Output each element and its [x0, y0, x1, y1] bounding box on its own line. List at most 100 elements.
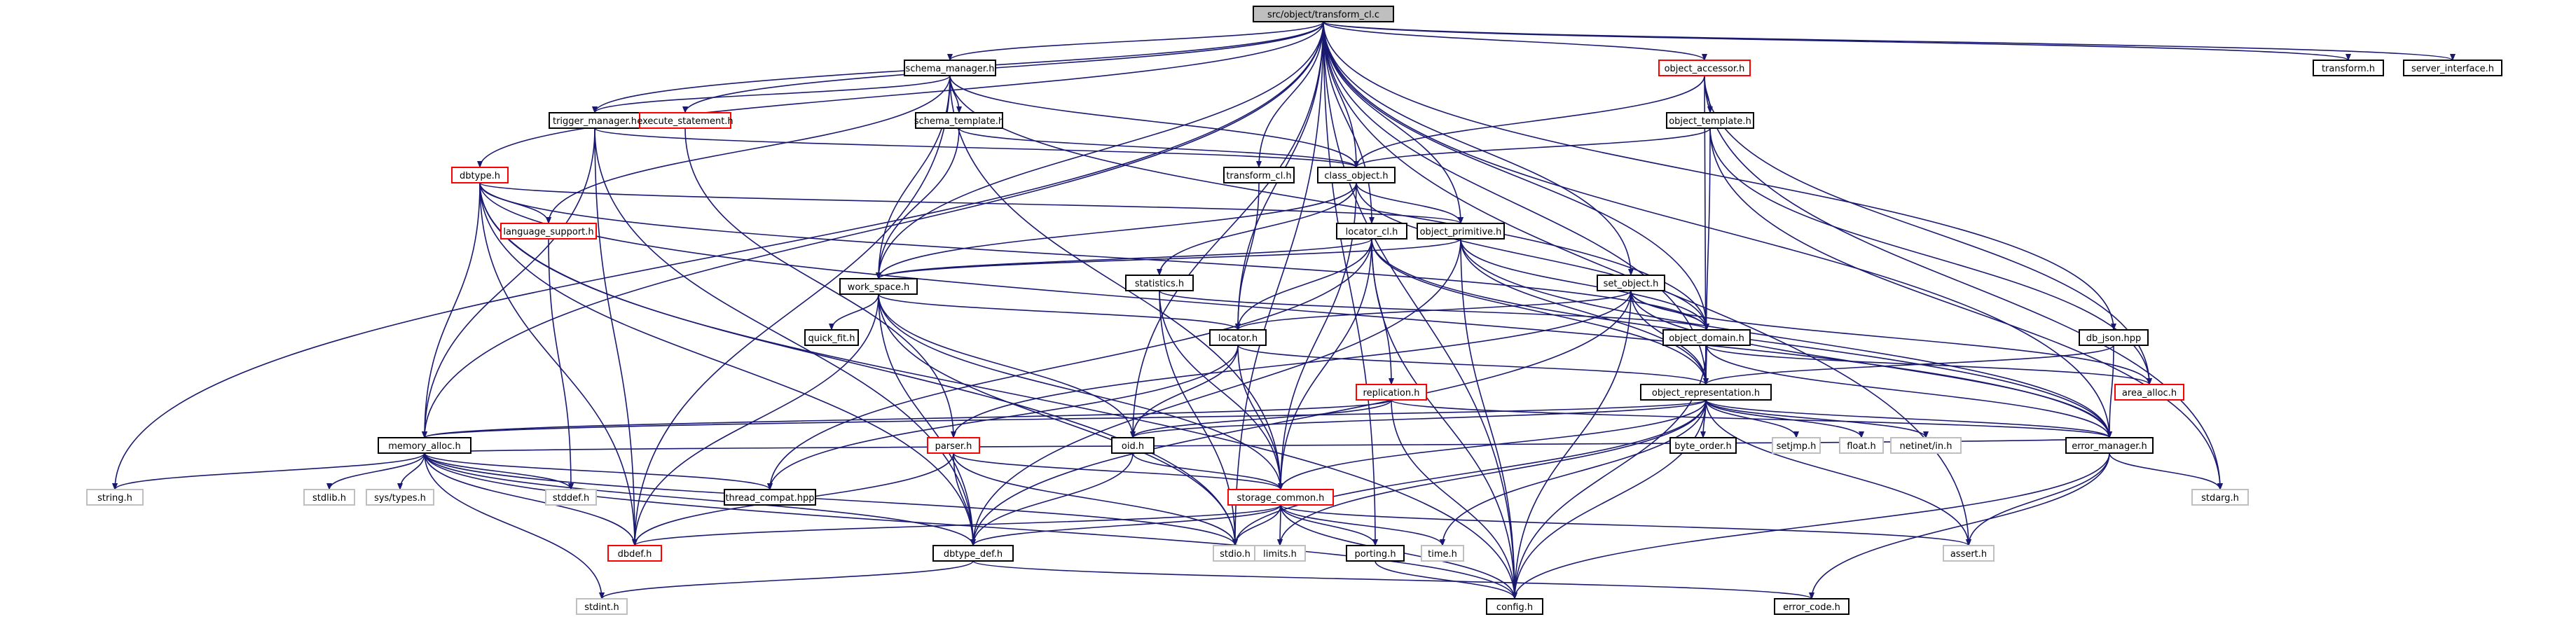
- node-error-manager[interactable]: error_manager.h: [2065, 437, 2154, 454]
- node-object-domain[interactable]: object_domain.h: [1662, 329, 1751, 346]
- node-box: [607, 545, 662, 562]
- node-transform[interactable]: transform.h: [2313, 60, 2384, 76]
- node-db-json[interactable]: db_json.hpp: [2079, 329, 2149, 346]
- node-locator[interactable]: locator.h: [1209, 329, 1267, 346]
- node-label: thread_compat.hpp: [725, 493, 814, 504]
- node-label: transform.h: [2322, 64, 2375, 74]
- node-box: [1486, 598, 1543, 615]
- node-stddef[interactable]: stddef.h: [545, 489, 597, 506]
- node-parser[interactable]: parser.h: [927, 437, 980, 454]
- edge-root-to-porting: [1323, 21, 1378, 546]
- node-netinet-in[interactable]: netinet/in.h: [1890, 437, 1962, 454]
- node-box: [451, 167, 509, 183]
- node-storage-common[interactable]: storage_common.h: [1227, 489, 1334, 506]
- node-box: [1336, 223, 1407, 240]
- edge-object_representation-to-time: [1440, 399, 1707, 546]
- edge-db_json-to-error_manager: [2107, 345, 2114, 438]
- node-locator-cl[interactable]: locator_cl.h: [1336, 223, 1407, 240]
- edge-oid-to-storage_common: [1132, 452, 1283, 490]
- node-work-space[interactable]: work_space.h: [839, 278, 918, 295]
- node-error-code[interactable]: error_code.h: [1774, 598, 1850, 615]
- node-execute-statement[interactable]: execute_statement.h: [637, 112, 733, 129]
- node-string[interactable]: string.h: [86, 489, 144, 506]
- node-label: dbdef.h: [618, 549, 652, 560]
- edge-work_space-to-dbtype_def: [878, 293, 976, 546]
- edge-root-to-object_domain: [1323, 21, 1709, 331]
- edge-trigger_manager-to-memory_alloc: [422, 127, 595, 438]
- edge-locator-to-storage_common: [1237, 345, 1283, 490]
- node-dbtype-def[interactable]: dbtype_def.h: [932, 545, 1014, 562]
- edge-parser-to-storage_common: [953, 452, 1283, 490]
- edge-object_domain-to-area_alloc: [1706, 345, 2152, 385]
- node-server-interface[interactable]: server_interface.h: [2403, 60, 2502, 76]
- node-setjmp[interactable]: setjmp.h: [1772, 437, 1821, 454]
- node-class-object[interactable]: class_object.h: [1317, 167, 1396, 183]
- node-trigger-manager[interactable]: trigger_manager.h: [549, 112, 641, 129]
- edge-set_object-to-parser: [951, 290, 1632, 438]
- node-schema-manager[interactable]: schema_manager.h: [904, 60, 996, 76]
- node-box: [1125, 275, 1194, 291]
- edge-object_representation-to-memory_alloc: [422, 399, 1707, 438]
- edge-memory_alloc-to-dbtype_def: [424, 452, 976, 546]
- node-label: language_support.h: [503, 227, 593, 237]
- node-area-alloc[interactable]: area_alloc.h: [2114, 384, 2184, 401]
- node-box: [2079, 329, 2149, 346]
- node-box: [2065, 437, 2154, 454]
- node-label: dbtype_def.h: [944, 549, 1003, 560]
- edge-object_accessor-to-stdarg: [1704, 75, 2223, 490]
- node-limits[interactable]: limits.h: [1254, 545, 1306, 562]
- node-config[interactable]: config.h: [1486, 598, 1543, 615]
- node-stdlib[interactable]: stdlib.h: [303, 489, 355, 506]
- node-byte-order[interactable]: byte_order.h: [1669, 437, 1737, 454]
- node-time[interactable]: time.h: [1421, 545, 1464, 562]
- node-schema-template[interactable]: schema_template.h: [914, 112, 1004, 129]
- edge-object_representation-to-limits: [1277, 399, 1707, 546]
- node-label: byte_order.h: [1674, 441, 1731, 452]
- node-box: [1346, 545, 1405, 562]
- node-object-representation[interactable]: object_representation.h: [1640, 384, 1772, 401]
- node-memory-alloc[interactable]: memory_alloc.h: [378, 437, 471, 454]
- node-float[interactable]: float.h: [1839, 437, 1884, 454]
- node-replication[interactable]: replication.h: [1356, 384, 1427, 401]
- node-statistics[interactable]: statistics.h: [1125, 275, 1194, 291]
- edge-trigger_manager-to-dbdef: [594, 127, 638, 546]
- edge-root-to-memory_alloc: [422, 21, 1324, 438]
- node-root[interactable]: src/object/transform_cl.c: [1253, 6, 1394, 22]
- node-label: statistics.h: [1135, 279, 1184, 289]
- node-assert[interactable]: assert.h: [1943, 545, 1995, 562]
- node-box: [1839, 437, 1884, 454]
- node-box: [545, 489, 597, 506]
- node-transform-cl[interactable]: transform_cl.h: [1223, 167, 1295, 183]
- node-set-object[interactable]: set_object.h: [1597, 275, 1665, 291]
- node-sys-types[interactable]: sys/types.h: [366, 489, 434, 506]
- edge-replication-to-oid: [1130, 399, 1392, 438]
- node-box: [932, 545, 1014, 562]
- node-box: [1227, 489, 1334, 506]
- edge-locator_cl-to-storage_common: [1278, 238, 1372, 490]
- edge-root-to-work_space: [876, 21, 1324, 279]
- node-object-template[interactable]: object_template.h: [1666, 112, 1754, 129]
- edge-dbtype_def-to-error_code: [972, 560, 1814, 599]
- node-label: netinet/in.h: [1900, 441, 1952, 452]
- node-quick-fit[interactable]: quick_fit.h: [804, 329, 859, 346]
- node-dbdef[interactable]: dbdef.h: [607, 545, 662, 562]
- node-object-accessor[interactable]: object_accessor.h: [1658, 60, 1751, 76]
- node-stdint[interactable]: stdint.h: [576, 598, 628, 615]
- edge-execute_statement-to-parser: [684, 127, 956, 438]
- node-label: quick_fit.h: [808, 333, 855, 344]
- edge-schema_manager-to-class_object: [949, 75, 1359, 168]
- node-porting[interactable]: porting.h: [1346, 545, 1405, 562]
- node-stdarg[interactable]: stdarg.h: [2191, 489, 2249, 506]
- node-label: config.h: [1496, 602, 1533, 613]
- edge-schema_manager-to-trigger_manager: [592, 75, 951, 113]
- node-stdio[interactable]: stdio.h: [1213, 545, 1258, 562]
- node-language-support[interactable]: language_support.h: [500, 223, 597, 240]
- node-dbtype[interactable]: dbtype.h: [451, 167, 509, 183]
- edge-root-to-string: [112, 21, 1324, 490]
- node-thread-compat[interactable]: thread_compat.hpp: [724, 489, 816, 506]
- node-object-primitive[interactable]: object_primitive.h: [1417, 223, 1505, 240]
- edge-replication-to-memory_alloc: [422, 399, 1392, 438]
- node-box: [366, 489, 434, 506]
- node-oid[interactable]: oid.h: [1111, 437, 1155, 454]
- edge-db_json-to-object_representation: [1703, 345, 2114, 385]
